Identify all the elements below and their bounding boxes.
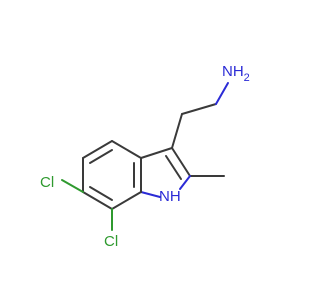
indole-nh-label: NH — [159, 188, 181, 205]
amine-label: NH2 — [222, 63, 250, 84]
bond-c6-cl — [61, 179, 84, 193]
bond-c6-c7-double — [89, 186, 113, 201]
chlorine-lower-label: Cl — [104, 233, 118, 250]
bond-ch2-ch2 — [181, 103, 217, 115]
bond-n1-c7a — [140, 191, 161, 198]
bond-c3a-c3 — [140, 147, 173, 159]
molecule-structure-diagram: NH2 NH Cl Cl — [40, 63, 250, 250]
chlorine-upper-label: Cl — [40, 174, 54, 191]
amine-subscript: 2 — [244, 72, 250, 84]
amine-text: NH — [222, 63, 244, 80]
bond-c3-c2-double — [165, 155, 182, 180]
bond-c4-c5 — [82, 140, 113, 159]
bond-c7-c7a — [111, 191, 142, 210]
bond-c3-c2 — [171, 147, 191, 177]
bond-c4-c5-double — [89, 149, 113, 164]
bond-c6-c7 — [82, 191, 113, 210]
bond-c3-ch2 — [171, 113, 183, 149]
bond-c3a-c4 — [111, 140, 142, 159]
bond-ch2-amine — [215, 82, 229, 105]
bond-c2-n1 — [179, 175, 191, 190]
